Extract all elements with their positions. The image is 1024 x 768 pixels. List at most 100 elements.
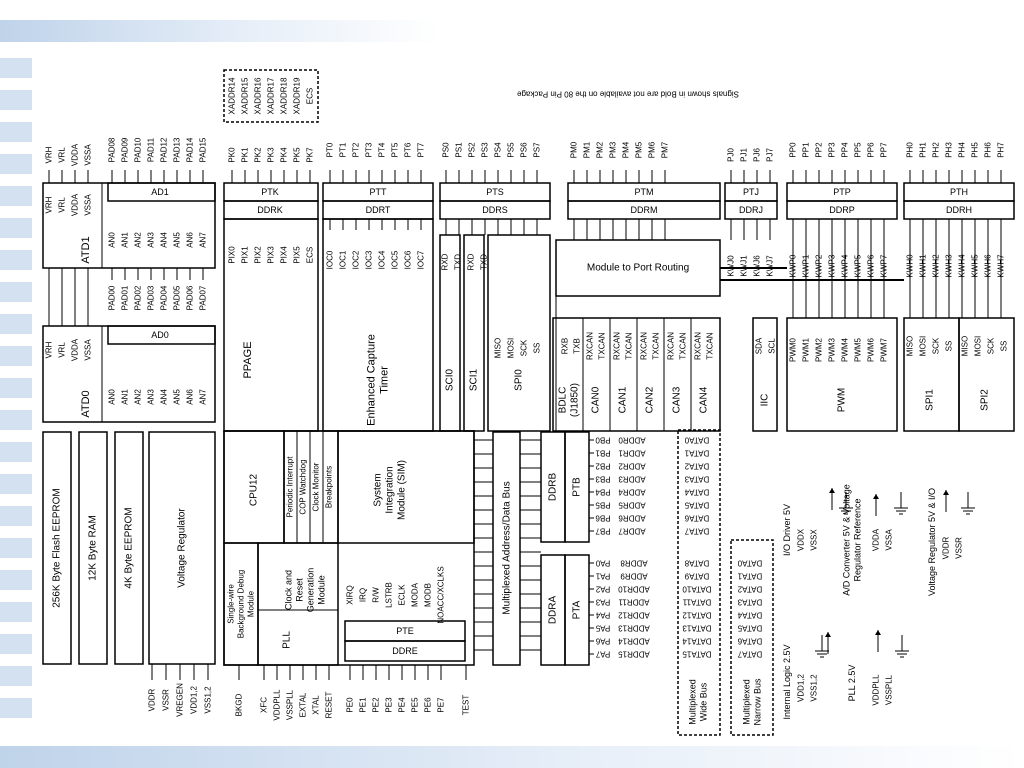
can0-label: CAN0	[591, 386, 602, 413]
sci-pin: TXD	[480, 254, 489, 270]
atd1-an-pin: AN1	[121, 232, 130, 248]
xaddr-pin: ECS	[306, 88, 315, 104]
ph-pin: PH1	[919, 142, 928, 158]
sci-pin: RXD	[441, 253, 450, 270]
can-pin: RXCAN	[694, 332, 703, 360]
sim-signal: XIRQ	[346, 585, 355, 605]
pa-pin: PA4	[595, 611, 610, 620]
ect-label: Timer	[379, 366, 391, 394]
addr-a-pin: ADDR14	[618, 637, 650, 646]
can-pin: TXCAN	[652, 332, 661, 359]
ddrj-label: DDRJ	[739, 205, 763, 215]
pe-pin: PE3	[385, 697, 394, 713]
pad0-pin: PAD07	[199, 285, 208, 310]
pte-label: PTE	[396, 626, 414, 636]
ps-pin: PS1	[455, 142, 464, 158]
io-driver-vdd	[829, 488, 835, 493]
ioc-pin: IOC6	[404, 250, 413, 269]
bdm-label: Background Debug	[237, 570, 246, 639]
pad0-pin: PAD03	[147, 285, 156, 310]
iic-block	[752, 317, 778, 432]
sim-signal: IRQ	[359, 588, 368, 602]
can-pin: TXCAN	[706, 332, 715, 359]
spi0-pin: MISO	[494, 338, 503, 358]
atd1-ref-pin: VRH	[45, 196, 54, 213]
ph-pin: PH0	[906, 142, 915, 158]
iic-pin: SCL	[768, 338, 777, 354]
bus-label: Multiplexed Address/Data Bus	[502, 481, 513, 614]
data-n-pin: DATA3	[737, 598, 762, 607]
cpu-feature: Breakpoints	[325, 466, 334, 508]
data-a-pin: DATA12	[682, 611, 712, 620]
ram-block	[78, 431, 108, 665]
pa-pin: PA1	[595, 572, 610, 581]
pwm-pin: PWM6	[867, 337, 876, 362]
internal-logic-pin: VDD1,2	[797, 673, 806, 702]
data-n-pin: DATA5	[737, 624, 762, 633]
crg-block	[257, 542, 339, 666]
can2-label: CAN2	[645, 386, 656, 413]
eeprom-block	[114, 431, 144, 665]
atd1-block	[42, 182, 216, 269]
vreg-pin: VREGEN	[176, 683, 185, 717]
crg-label: Clock and	[284, 570, 294, 610]
vreg-legend-pin: VDDR	[942, 536, 951, 559]
addr-a-pin: ADDR12	[618, 611, 650, 620]
ect-label: Enhanced Capture	[366, 334, 378, 426]
xaddr-pin: XADDR14	[228, 77, 237, 114]
ad-label: A/D Converter 5V & Voltage	[842, 484, 852, 596]
ioc-pin: IOC4	[378, 250, 387, 269]
pm-pin: PM7	[661, 141, 670, 158]
pix-pin: PIX4	[280, 246, 289, 264]
pwm-pin: PWM4	[841, 337, 850, 362]
ph-pin: PH6	[984, 142, 993, 158]
pe-pin: PE5	[411, 697, 420, 713]
side-tile	[0, 378, 32, 398]
pa-pin: PA6	[595, 637, 610, 646]
spi0-label: SPI0	[514, 369, 525, 391]
pm-pin: PM0	[570, 141, 579, 158]
pwm-pin: PWM0	[789, 337, 798, 362]
pad0-pin: PAD00	[108, 285, 117, 310]
pll-pin: XTAL	[312, 695, 321, 715]
atd1-top-pin: VRL	[58, 147, 67, 163]
atd0-an-pin: AN2	[134, 389, 143, 405]
can-pin: RXCAN	[667, 332, 676, 360]
data-b-pin: DATA2	[684, 462, 709, 471]
atd0-label: ATD0	[80, 390, 92, 417]
pll-pin: EXTAL	[299, 692, 308, 717]
spi2-pin: MOSI	[974, 336, 983, 356]
pad1-pin: PAD11	[147, 137, 156, 162]
pad1-pin: PAD10	[134, 137, 143, 162]
pb-pin: PB1	[595, 449, 611, 458]
ptk-label: PTK	[261, 187, 279, 197]
pad1-pin: PAD13	[173, 137, 182, 162]
pt-pin: PT2	[352, 142, 361, 157]
addr-b-pin: ADDR1	[618, 449, 646, 458]
side-tile	[0, 410, 32, 430]
header-band	[0, 20, 440, 42]
data-a-pin: DATA9	[684, 572, 709, 581]
vreg-legend-pin: VSSR	[955, 537, 964, 559]
pix-pin: PIX2	[254, 246, 263, 264]
pp-pin: PP3	[828, 142, 837, 158]
addr-b-pin: ADDR4	[618, 488, 646, 497]
pj-pin: PJ6	[753, 148, 762, 162]
pt-pin: PT7	[417, 142, 426, 157]
pad1-pin: PAD09	[121, 137, 130, 162]
pll-legend-vdd	[875, 630, 881, 635]
pb-pin: PB4	[595, 488, 611, 497]
pll-legend-label: PLL 2.5V	[847, 665, 857, 702]
pix-pin: PIX5	[293, 246, 302, 264]
side-tile	[0, 666, 32, 686]
sim-signal: NOACC/XCLKS	[437, 566, 446, 623]
spi1-pin: SCK	[932, 337, 941, 354]
ddrm-label: DDRM	[631, 205, 658, 215]
pp-pin: PP1	[802, 142, 811, 158]
vreg-vdd	[943, 490, 949, 495]
ioc-pin: IOC7	[417, 250, 426, 269]
data-n-pin: DATA1	[737, 572, 762, 581]
spi0-pin: SCK	[520, 339, 529, 356]
ph-pin: PH7	[997, 142, 1006, 158]
pj-pin: PJ1	[740, 148, 749, 162]
